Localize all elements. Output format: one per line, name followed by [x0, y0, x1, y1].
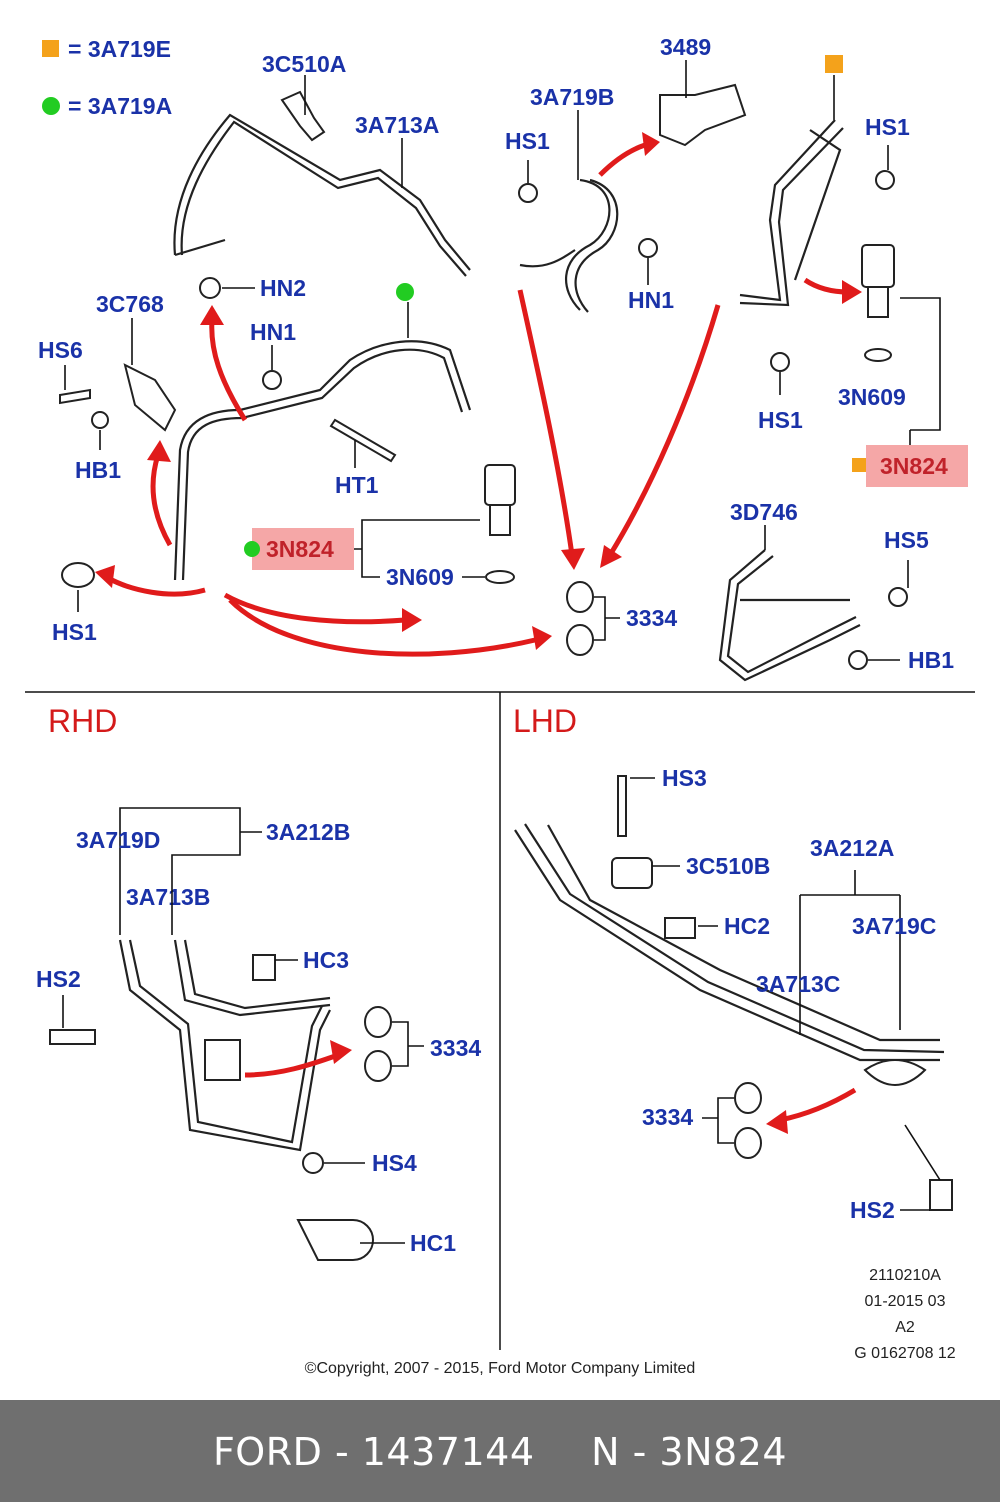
legend-green: = 3A719A	[68, 93, 172, 119]
green-dot-icon	[42, 97, 60, 115]
info-line-1: 2110210A	[869, 1267, 941, 1284]
nut-HN1-icon	[262, 370, 282, 390]
seal-3N609-icon	[864, 348, 892, 362]
parts-diagram: = 3A719E = 3A719A 3C510A 3A713A HN2 HN1 …	[25, 34, 975, 1377]
bracket-3C768-icon	[123, 363, 177, 432]
label-HN2: HN2	[260, 275, 306, 301]
info-line-2: 01-2015 03	[865, 1293, 946, 1310]
seal-3334-icon	[734, 1082, 762, 1114]
label-HB1-right: HB1	[908, 647, 954, 673]
label-3N609-mid: 3N609	[386, 564, 454, 590]
orange-square-icon	[825, 55, 843, 73]
label-HC3: HC3	[303, 947, 349, 973]
label-3489: 3489	[660, 34, 711, 60]
label-HS3: HS3	[662, 765, 707, 791]
footer-part-number: FORD - 1437144	[212, 1430, 535, 1474]
sensor-body-icon	[867, 286, 889, 318]
label-3C510A: 3C510A	[262, 51, 346, 77]
nut-HN1-icon	[638, 238, 658, 258]
footer-part-name: N - 3N824	[591, 1430, 788, 1474]
bolt-HS2-icon	[49, 1029, 96, 1045]
label-3A713B: 3A713B	[126, 884, 210, 910]
manifold-icon	[204, 1039, 241, 1081]
bracket-3489-icon	[659, 83, 747, 147]
section-title-lhd: LHD	[513, 703, 577, 739]
green-dot-icon	[396, 283, 414, 301]
sensor-body-icon	[489, 504, 511, 536]
bolt-HS1-icon	[875, 170, 895, 190]
label-3334-top: 3334	[626, 605, 677, 631]
label-3A212A: 3A212A	[810, 835, 894, 861]
orange-square-icon	[852, 458, 866, 472]
label-HS1-right: HS1	[865, 114, 910, 140]
green-dot-icon	[244, 541, 260, 557]
bolt-HS6-icon	[59, 388, 91, 405]
label-HC1: HC1	[410, 1230, 456, 1256]
label-3A719C: 3A719C	[852, 913, 936, 939]
footer-bar	[0, 1400, 1000, 1502]
label-3A713A: 3A713A	[355, 112, 439, 138]
bolt-HS2-icon	[929, 1179, 953, 1211]
bolt-HS4-icon	[302, 1152, 324, 1174]
info-line-3: A2	[895, 1319, 915, 1336]
highlight-3N824-mid	[252, 528, 354, 570]
clip-HC2-icon	[664, 917, 696, 939]
label-3N824-mid: 3N824	[266, 536, 334, 562]
label-HS4: HS4	[372, 1150, 417, 1176]
label-HS1-right2: HS1	[758, 407, 803, 433]
label-HT1: HT1	[335, 472, 379, 498]
seal-3334-icon	[566, 624, 594, 656]
clip-3C510A-icon	[280, 90, 326, 142]
label-HS2-left: HS2	[36, 966, 81, 992]
sensor-3N824-icon	[861, 244, 895, 288]
clip-HC1-icon	[296, 1219, 374, 1261]
nut-HN2-icon	[199, 277, 221, 299]
clip-HC3-icon	[252, 954, 276, 981]
bolt-HB1-icon	[848, 650, 868, 670]
label-3A713C: 3A713C	[756, 971, 840, 997]
clip-3C510B-icon	[611, 857, 653, 889]
bolt-HS1-icon	[61, 562, 95, 588]
seal-3334-icon	[566, 581, 594, 613]
label-HS2-right: HS2	[850, 1197, 895, 1223]
label-HN1-top: HN1	[628, 287, 674, 313]
label-HS1-left: HS1	[52, 619, 97, 645]
label-3N824-right: 3N824	[880, 453, 948, 479]
seal-3334-icon	[364, 1050, 392, 1082]
label-HS6: HS6	[38, 337, 83, 363]
highlight-3N824-right	[866, 445, 968, 487]
label-HB1-left: HB1	[75, 457, 121, 483]
label-HN1-mid: HN1	[250, 319, 296, 345]
label-3A719B: 3A719B	[530, 84, 614, 110]
legend-orange: = 3A719E	[68, 36, 171, 62]
bolt-HS1-icon	[770, 352, 790, 372]
label-3A719D: 3A719D	[76, 827, 160, 853]
label-3D746: 3D746	[730, 499, 798, 525]
footer-caption: FORD - 1437144 N - 3N824	[0, 1430, 1000, 1474]
seal-3334-icon	[734, 1127, 762, 1159]
label-HS5: HS5	[884, 527, 929, 553]
label-3334-rhd: 3334	[430, 1035, 481, 1061]
bolt-HS1-icon	[518, 183, 538, 203]
bolt-HS5-icon	[888, 587, 908, 607]
label-3334-lhd: 3334	[642, 1104, 693, 1130]
orange-square-icon	[42, 40, 59, 57]
manifold-icon	[863, 1059, 927, 1086]
label-3C768: 3C768	[96, 291, 164, 317]
label-3C510B: 3C510B	[686, 853, 770, 879]
label-HS1-top: HS1	[505, 128, 550, 154]
section-title-rhd: RHD	[48, 703, 117, 739]
label-3N609-right: 3N609	[838, 384, 906, 410]
label-3A212B: 3A212B	[266, 819, 350, 845]
sensor-3N824-icon	[484, 464, 516, 506]
bolt-HS3-icon	[617, 775, 627, 837]
info-line-4: G 0162708 12	[854, 1345, 956, 1362]
seal-3N609-icon	[485, 570, 515, 584]
stud-HT1-icon	[329, 418, 397, 463]
label-HC2: HC2	[724, 913, 770, 939]
seal-3334-icon	[364, 1006, 392, 1038]
bolt-HB1-icon	[91, 411, 109, 429]
copyright-text: ©Copyright, 2007 - 2015, Ford Motor Comp…	[305, 1360, 696, 1377]
